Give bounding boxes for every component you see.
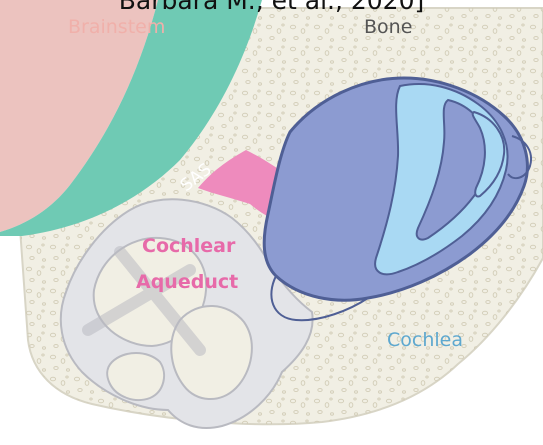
label-bone: Bone bbox=[364, 16, 412, 38]
semicircular-canal-2 bbox=[171, 306, 252, 399]
label-brainstem: Brainstem bbox=[68, 16, 165, 38]
label-cochlear-aqueduct-line2: Aqueduct bbox=[136, 271, 238, 293]
citation-caption: Barbara M., et al., 2020] bbox=[0, 0, 543, 16]
label-cochlear-aqueduct-line1: Cochlear bbox=[142, 235, 236, 257]
label-cochlea: Cochlea bbox=[387, 329, 463, 351]
